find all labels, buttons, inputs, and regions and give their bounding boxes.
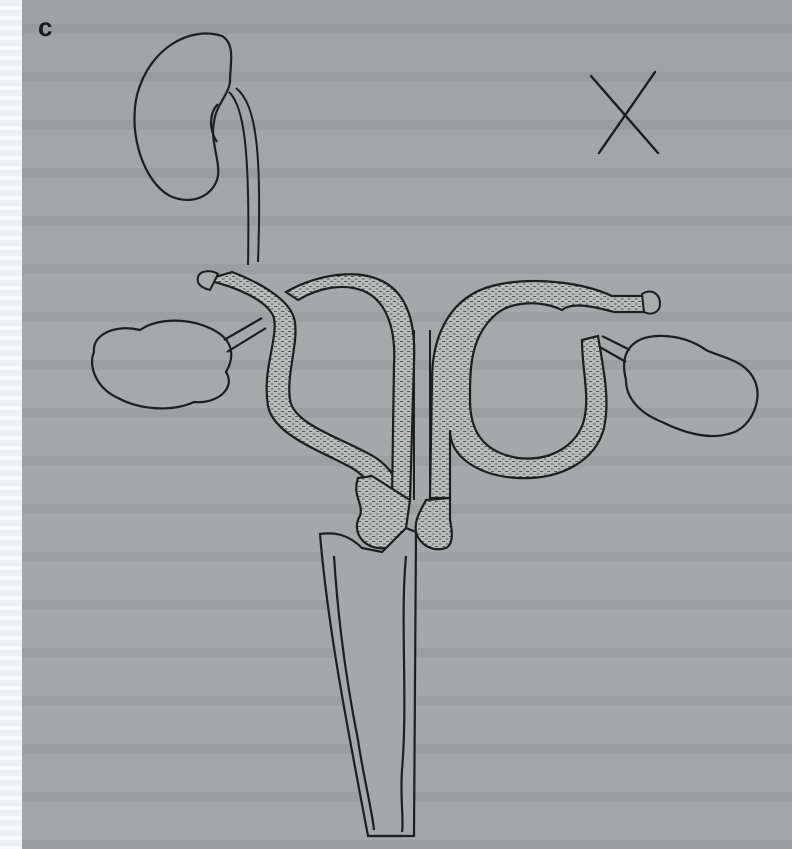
reproductive-tract-drawing	[22, 0, 792, 849]
figure-plate: c	[22, 0, 792, 849]
uterine-horn-right	[430, 281, 660, 498]
vagina	[320, 528, 416, 836]
ovary-left	[92, 318, 266, 408]
uterine-septum	[414, 330, 430, 500]
ovary-right	[598, 336, 758, 436]
page-margin-strip	[0, 0, 22, 849]
ureter	[229, 88, 259, 265]
cross-mark	[591, 72, 658, 153]
kidney	[134, 33, 231, 199]
uterine-horn-left	[198, 271, 415, 504]
